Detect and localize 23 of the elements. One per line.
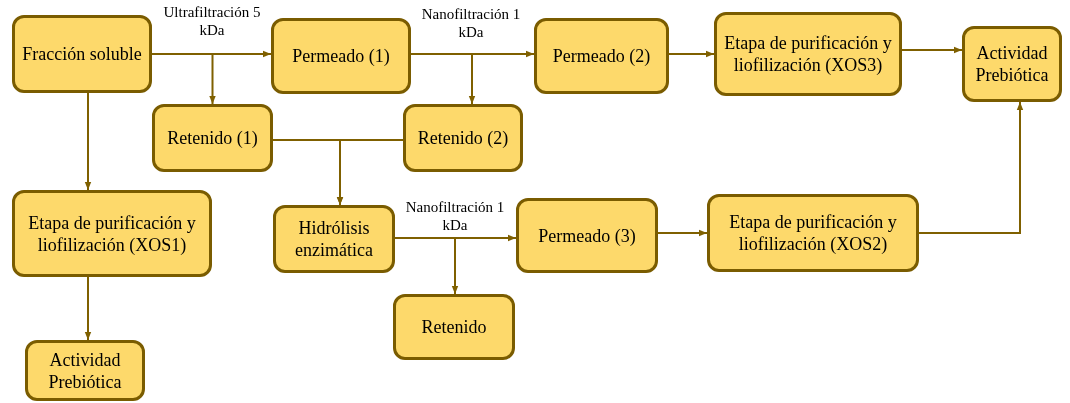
arrow xyxy=(901,46,963,54)
arrow xyxy=(336,139,404,206)
process-box: Permeado (2) xyxy=(534,18,669,94)
arrow xyxy=(918,101,1024,234)
arrow xyxy=(394,237,459,295)
process-box: Actividad Prebiótica xyxy=(962,26,1062,102)
arrow xyxy=(84,92,92,191)
process-box: Actividad Prebiótica xyxy=(25,340,145,401)
process-box: Retenido (1) xyxy=(152,104,273,172)
arrow xyxy=(410,53,476,105)
process-box: Retenido xyxy=(393,294,515,360)
process-box: Etapa de purificación y liofilización (XOS1) xyxy=(12,190,212,277)
process-box: Fracción soluble xyxy=(12,15,152,93)
arrow xyxy=(84,276,92,341)
process-box: Permeado (3) xyxy=(516,198,658,273)
process-box: Etapa de purificación y liofilización (XOS2) xyxy=(707,194,919,272)
arrow xyxy=(668,50,715,58)
arrow xyxy=(657,229,708,237)
arrow xyxy=(151,53,216,105)
process-box: Etapa de purificación y liofilización (XOS3) xyxy=(714,12,902,96)
process-box: Retenido (2) xyxy=(403,104,523,172)
process-box: Hidrólisis enzimática xyxy=(273,205,395,273)
process-box: Permeado (1) xyxy=(271,18,411,94)
